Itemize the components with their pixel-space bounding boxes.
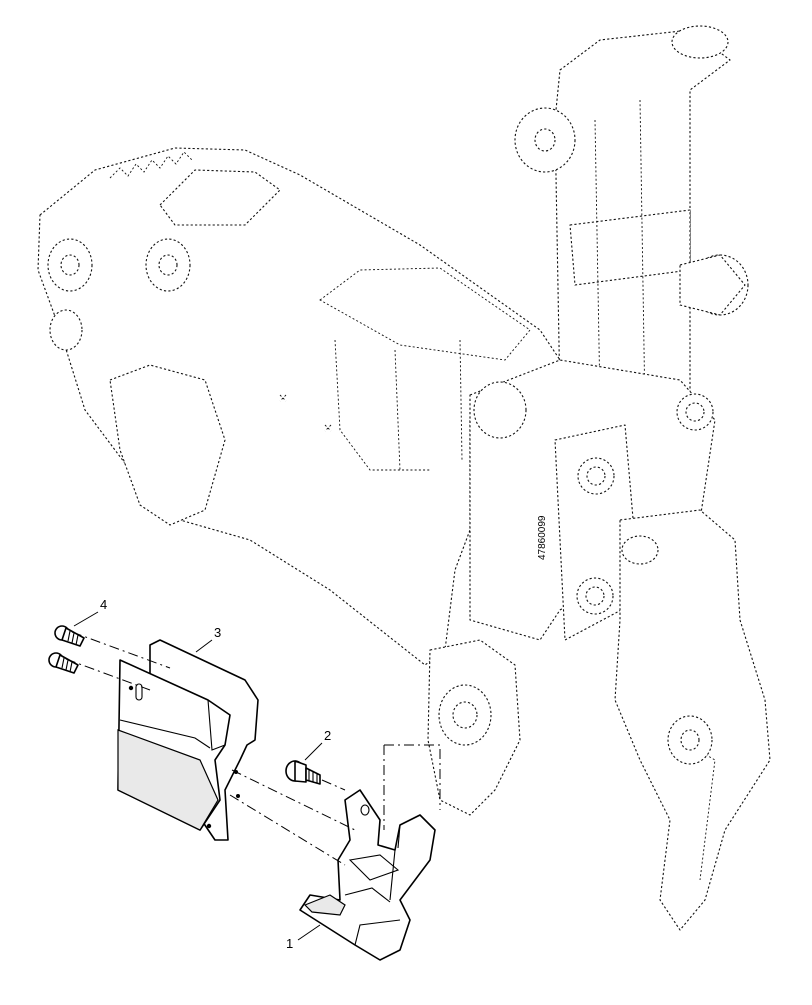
callout-4: 4 — [100, 597, 107, 612]
screw-lower — [48, 652, 79, 674]
screw-pair-part — [48, 625, 85, 674]
document-id: 47860099 — [537, 515, 548, 560]
callout-leaders — [73, 611, 323, 941]
bolt-part — [285, 760, 321, 785]
bracket-part — [299, 789, 436, 961]
callout-1: 1 — [286, 936, 293, 951]
callout-3: 3 — [214, 625, 221, 640]
phantom-arm-assembly — [37, 25, 771, 931]
screw-upper — [54, 625, 85, 647]
alignment-lines — [65, 631, 441, 866]
callout-2: 2 — [324, 728, 331, 743]
shield-plate-part — [117, 639, 259, 841]
